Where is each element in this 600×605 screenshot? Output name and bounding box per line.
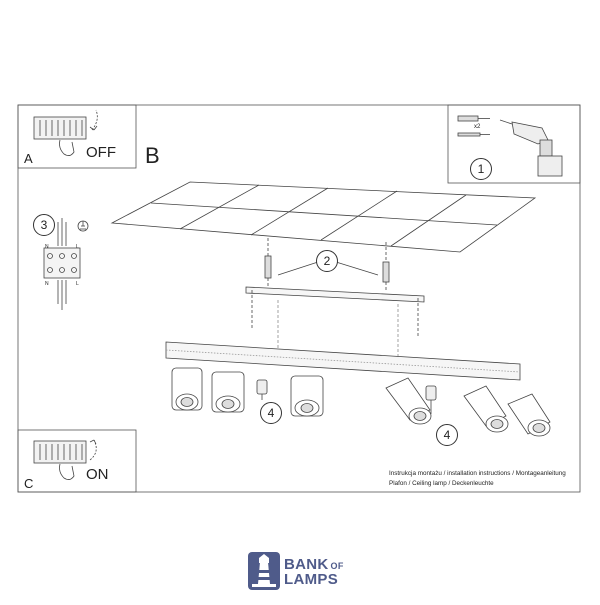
terminal-bottom-l: L (76, 281, 79, 287)
spotlight (463, 385, 509, 433)
step-3-marker: 3 (33, 214, 55, 236)
lighthouse-icon (248, 552, 280, 590)
brand-word-lamps: LAMPS (284, 571, 338, 588)
wiring-diagram (43, 218, 89, 310)
panel-c-letter: C (24, 476, 34, 491)
brand-bank-text: BANK (284, 556, 329, 573)
footer-title: Instrukcja montażu / installation instru… (389, 470, 566, 477)
mounting-screw (264, 238, 390, 292)
ceiling-grid (110, 181, 537, 253)
footer-subtitle: Plafon / Ceiling lamp / Deckenleuchte (389, 480, 494, 487)
spotlight (507, 393, 551, 437)
callout-2-marker: 2 (316, 250, 338, 272)
assembly-guide-lines (277, 300, 399, 358)
panel-a-frame (17, 104, 137, 169)
callout-4-right-marker: 4 (436, 424, 458, 446)
callout-2-leaders (277, 261, 379, 276)
lamp-base (165, 341, 521, 381)
callout-4-left-marker: 4 (260, 402, 282, 424)
panel-c-on-label: ON (86, 466, 109, 483)
fuse-box-off-icon (33, 109, 98, 156)
panel-a-letter: A (24, 151, 33, 166)
sheet-border (17, 104, 581, 493)
brand-of-text: OF (330, 561, 344, 571)
drill-icon (499, 119, 563, 177)
tools-panel-frame (447, 104, 581, 184)
fuse-box-on-icon (33, 439, 97, 480)
panel-b-letter: B (145, 143, 160, 168)
terminal-top-n: N (45, 244, 49, 250)
terminal-bottom-n: N (45, 281, 49, 287)
panel-a-off-label: OFF (86, 144, 116, 161)
step-1-marker: 1 (470, 158, 492, 180)
wall-plug-icon (457, 115, 490, 137)
mounting-bracket (245, 286, 425, 336)
wall-plug-quantity: x2 (474, 124, 481, 130)
terminal-top-l: L (76, 244, 79, 250)
panel-c-frame (17, 429, 137, 493)
spotlight (171, 367, 203, 411)
spotlight (211, 371, 245, 413)
bulb-icon (256, 379, 268, 400)
spotlight (290, 375, 324, 417)
spotlight (385, 377, 432, 425)
bulb-icon (425, 385, 437, 414)
